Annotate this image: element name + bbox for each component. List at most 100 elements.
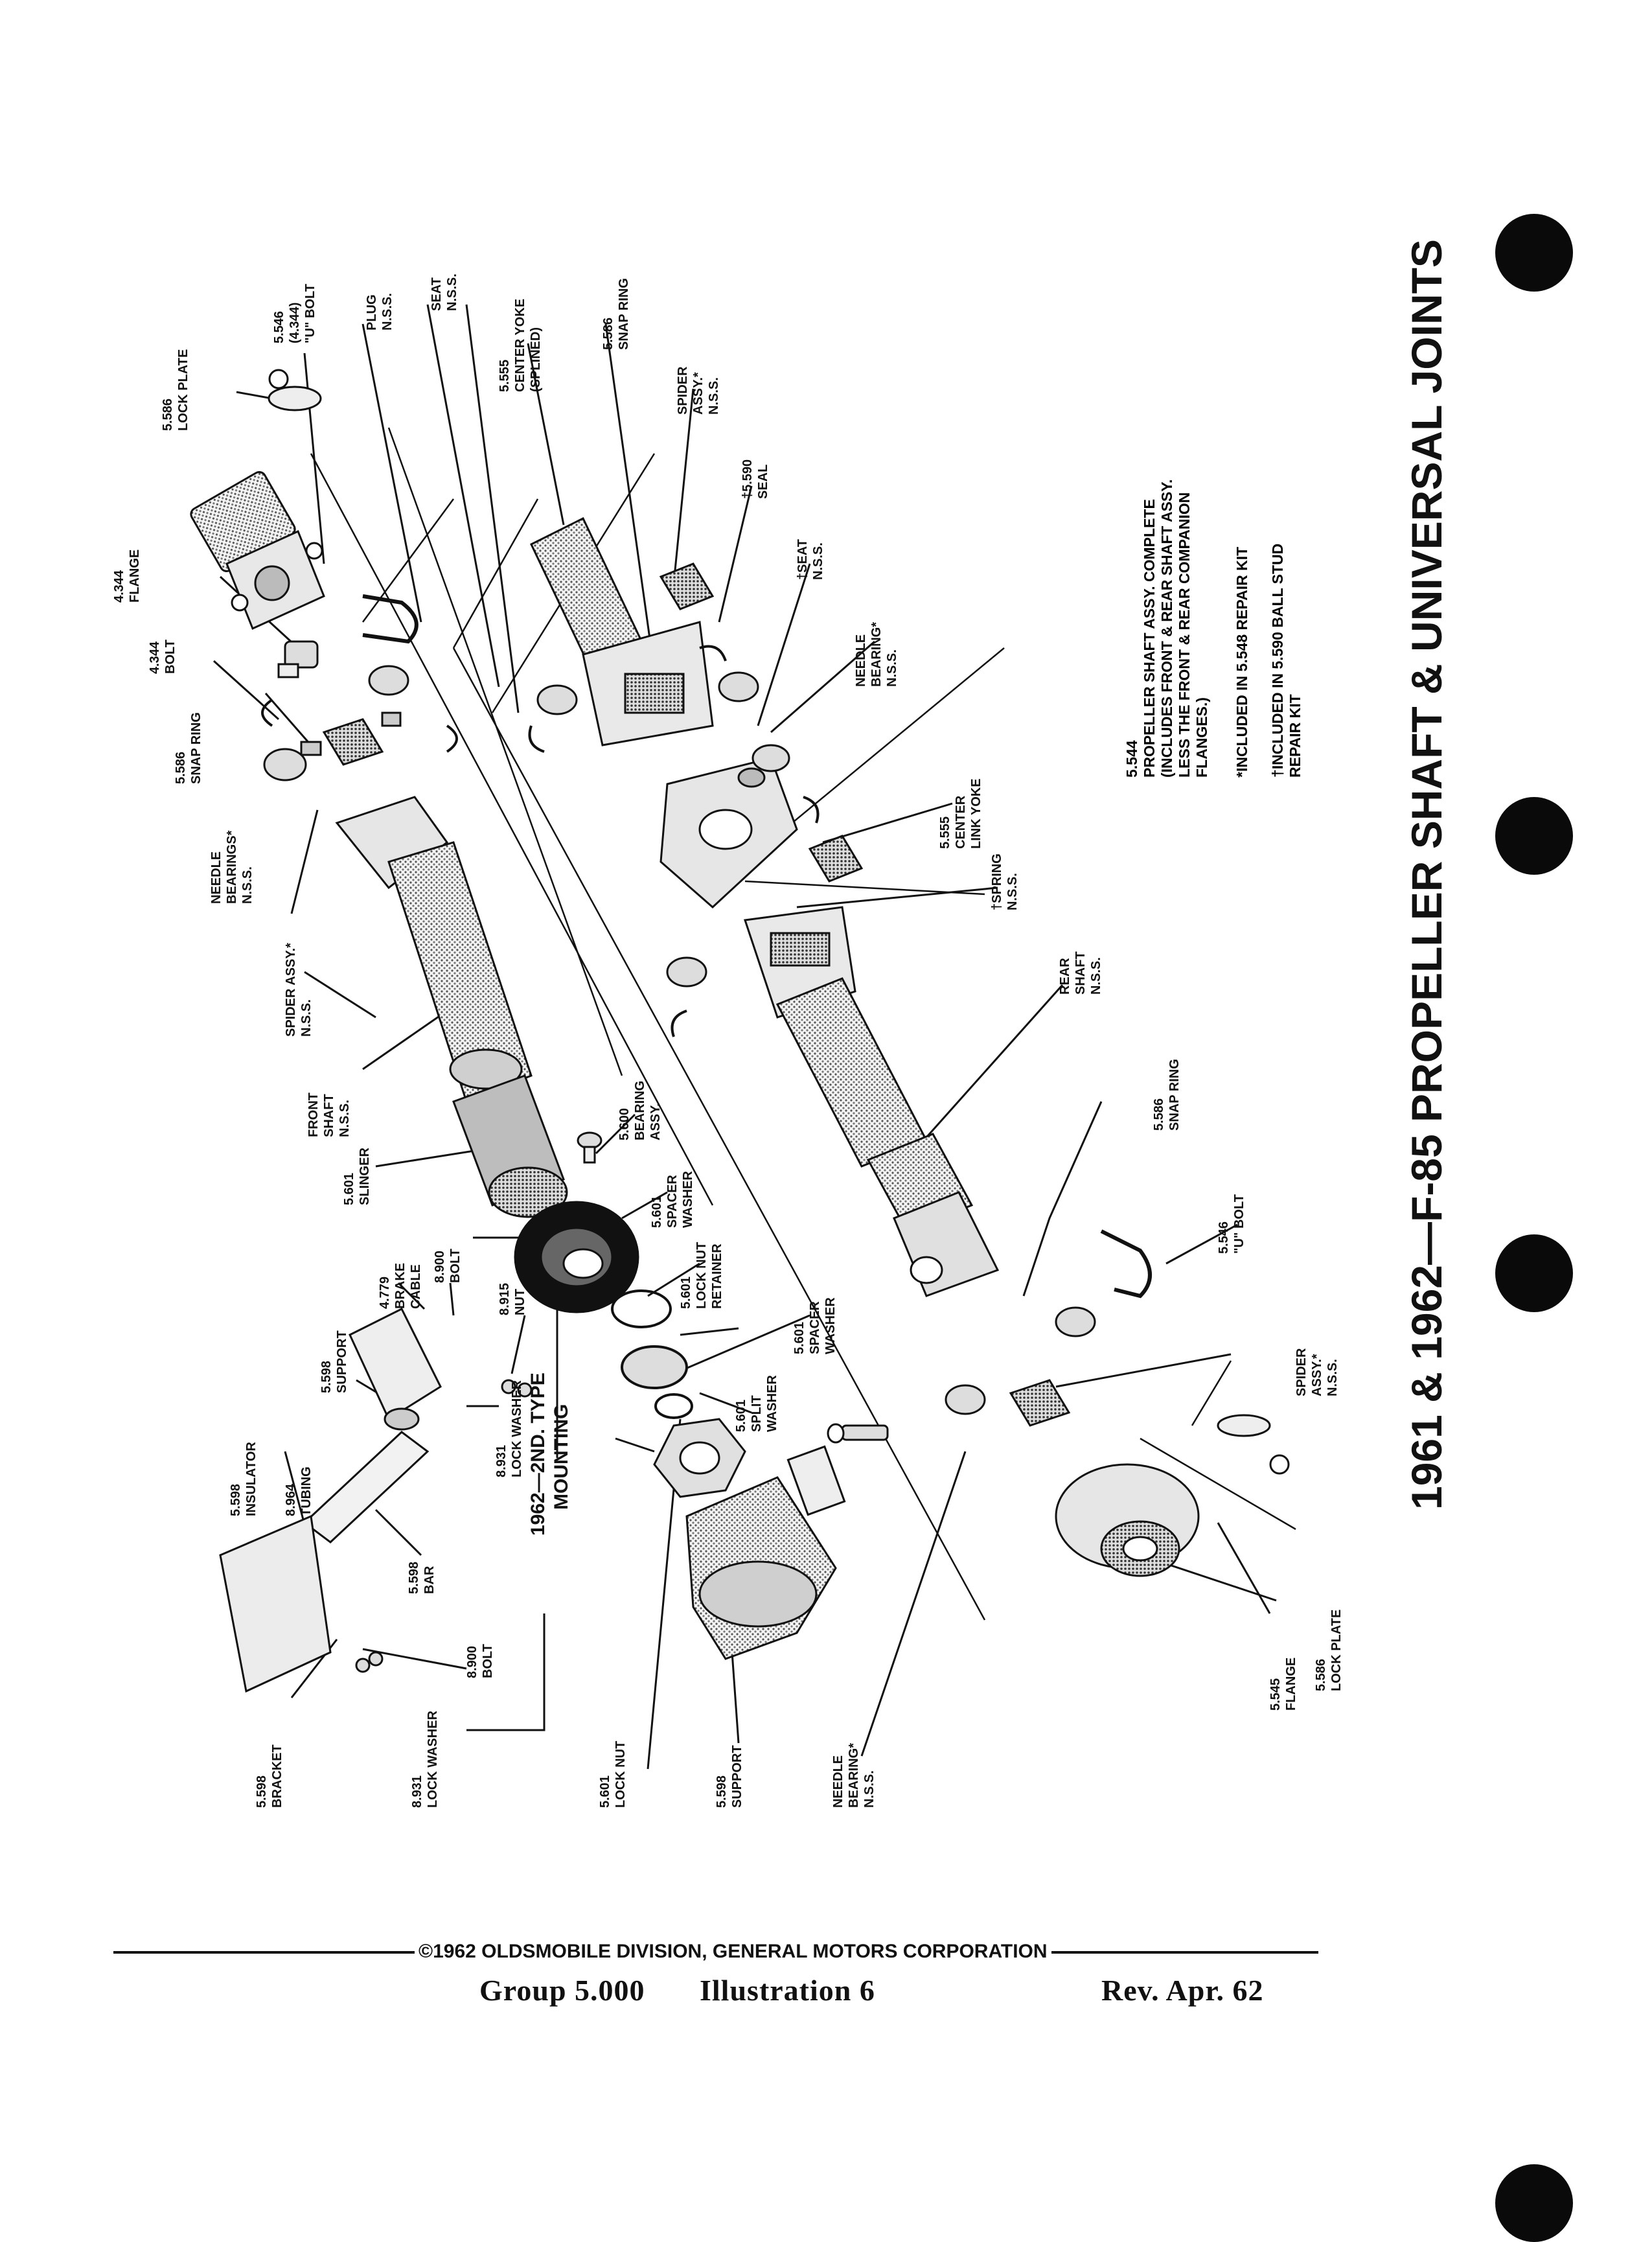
svg-text:BEARINGS*: BEARINGS* xyxy=(225,830,239,904)
svg-text:5.598: 5.598 xyxy=(319,1361,334,1393)
svg-text:LOCK NUT: LOCK NUT xyxy=(694,1242,709,1309)
callout-spider-right: SPIDER ASSY.* N.S.S. xyxy=(1294,1348,1340,1396)
footer-group: Group 5.000 xyxy=(479,1974,645,2007)
svg-text:N.S.S.: N.S.S. xyxy=(1325,1359,1340,1396)
svg-text:MOUNTING: MOUNTING xyxy=(551,1404,572,1510)
svg-text:8.900: 8.900 xyxy=(433,1251,447,1283)
svg-text:NEEDLE: NEEDLE xyxy=(209,851,224,904)
svg-text:5.601: 5.601 xyxy=(342,1173,356,1205)
svg-text:N.S.S.: N.S.S. xyxy=(862,1770,877,1808)
binder-hole-1 xyxy=(1495,214,1573,292)
small-hardware xyxy=(355,1379,533,1673)
svg-text:LOCK WASHER: LOCK WASHER xyxy=(426,1710,440,1808)
footer-revision: Rev. Apr. 62 xyxy=(1101,1974,1264,2007)
svg-text:SPACER: SPACER xyxy=(808,1301,822,1354)
spacer-washer-part xyxy=(611,1289,693,1419)
svg-text:FLANGE: FLANGE xyxy=(1284,1658,1298,1711)
callout-front-shaft: FRONT SHAFT N.S.S. xyxy=(306,1092,352,1137)
svg-text:4.779: 4.779 xyxy=(378,1277,392,1309)
callout-insulator: 5.598 INSULATOR xyxy=(229,1442,258,1516)
callout-center-yoke: 5.555 CENTER YOKE (SPLINED) xyxy=(498,299,543,392)
callout-lock-plate-right: 5.586 LOCK PLATE xyxy=(1314,1610,1344,1691)
svg-text:5.601: 5.601 xyxy=(650,1196,664,1228)
svg-text:BEARING: BEARING xyxy=(633,1081,647,1140)
svg-text:RETAINER: RETAINER xyxy=(710,1243,724,1309)
svg-text:ASSY.*: ASSY.* xyxy=(1310,1354,1324,1396)
callout-seat: SEAT N.S.S. xyxy=(430,273,459,311)
svg-text:WASHER: WASHER xyxy=(823,1297,838,1354)
binder-hole-4 xyxy=(1495,2164,1573,2242)
svg-text:†SEAT: †SEAT xyxy=(796,539,810,580)
svg-text:5.546: 5.546 xyxy=(1217,1221,1231,1254)
svg-text:SPIDER: SPIDER xyxy=(1294,1348,1309,1396)
svg-text:(SPLINED): (SPLINED) xyxy=(529,327,543,392)
callout-bracket: 5.598 BRACKET xyxy=(255,1744,284,1808)
svg-text:5.586: 5.586 xyxy=(601,318,615,350)
svg-text:5.555: 5.555 xyxy=(938,816,952,849)
bolt-4344 xyxy=(277,640,319,678)
svg-text:WASHER: WASHER xyxy=(765,1375,779,1432)
svg-text:5.598: 5.598 xyxy=(407,1562,421,1594)
callout-spacer-washer-2: 5.601 SPACER WASHER xyxy=(792,1297,838,1354)
lock-plate-right-part xyxy=(1217,1414,1290,1475)
svg-text:†SPRING: †SPRING xyxy=(990,853,1004,910)
svg-text:5.601: 5.601 xyxy=(598,1775,612,1808)
svg-text:4.344: 4.344 xyxy=(112,570,126,603)
callout-rear-shaft: REAR SHAFT N.S.S. xyxy=(1058,951,1103,995)
svg-text:5.601: 5.601 xyxy=(679,1277,693,1309)
callout-lock-washer-lower: 8.931 LOCK WASHER xyxy=(410,1710,440,1808)
callout-u-bolt-right: 5.546 "U" BOLT xyxy=(1217,1194,1246,1254)
bolt-support-part xyxy=(827,1423,889,1444)
note-line: (INCLUDES FRONT & REAR SHAFT ASSY. xyxy=(1158,480,1175,778)
svg-text:FLANGE: FLANGE xyxy=(128,549,142,603)
note-line: LESS THE FRONT & REAR COMPANION xyxy=(1176,492,1193,778)
spider-top-part xyxy=(659,562,864,883)
svg-text:BEARING*: BEARING* xyxy=(847,1743,861,1808)
svg-text:SEAT: SEAT xyxy=(430,277,444,311)
spider-right-part xyxy=(945,1306,1096,1427)
svg-text:1961 & 1962—F-85 PROPELLER SHA: 1961 & 1962—F-85 PROPELLER SHAFT & UNIVE… xyxy=(1403,239,1451,1510)
svg-text:BOLT: BOLT xyxy=(163,640,178,674)
svg-text:NEEDLE: NEEDLE xyxy=(854,634,868,687)
svg-text:5.586: 5.586 xyxy=(161,399,175,431)
svg-text:SLINGER: SLINGER xyxy=(358,1148,372,1205)
callout-needle-bearing-bottom: NEEDLE BEARING* N.S.S. xyxy=(831,1743,877,1808)
svg-text:5.601: 5.601 xyxy=(792,1322,807,1354)
svg-text:SNAP RING: SNAP RING xyxy=(189,712,203,784)
callout-u-bolt-top: 5.546 (4.344) "U" BOLT xyxy=(272,284,317,343)
svg-text:5.545: 5.545 xyxy=(1268,1678,1283,1711)
callout-spider-top: SPIDER ASSY.* N.S.S. xyxy=(676,366,721,415)
callout-lock-nut: 5.601 LOCK NUT xyxy=(598,1741,628,1808)
callout-needle-bearing-right: NEEDLE BEARING* N.S.S. xyxy=(854,622,899,687)
svg-text:SPACER: SPACER xyxy=(665,1175,680,1228)
svg-text:CENTER YOKE: CENTER YOKE xyxy=(513,299,527,392)
bearing-assy-part xyxy=(514,1201,639,1313)
callout-plug: PLUG N.S.S. xyxy=(365,293,395,330)
note-line: PROPELLER SHAFT ASSY. COMPLETE xyxy=(1141,499,1158,778)
binder-hole-3 xyxy=(1495,1234,1573,1312)
svg-text:SPIDER: SPIDER xyxy=(676,366,690,415)
callout-spring: †SPRING N.S.S. xyxy=(990,853,1020,910)
svg-text:8.900: 8.900 xyxy=(465,1646,479,1678)
svg-text:SEAL: SEAL xyxy=(756,465,770,499)
svg-text:SHAFT: SHAFT xyxy=(1073,951,1088,995)
callout-bar: 5.598 BAR xyxy=(407,1562,437,1594)
svg-text:5.586: 5.586 xyxy=(1152,1098,1166,1131)
svg-text:SNAP RING: SNAP RING xyxy=(1167,1059,1182,1131)
footer-illustration: Illustration 6 xyxy=(700,1974,875,2007)
callout-snap-ring-left: 5.586 SNAP RING xyxy=(174,712,203,784)
u-bolt-top-part xyxy=(362,594,419,644)
footer-copyright: ©1962 OLDSMOBILE DIVISION, GENERAL MOTOR… xyxy=(415,1941,1051,1963)
callout-labels: 5.586 LOCK PLATE 5.546 (4.344) "U" BOLT … xyxy=(112,273,1344,1808)
svg-text:1962—2ND. TYPE: 1962—2ND. TYPE xyxy=(527,1372,549,1536)
svg-text:5.586: 5.586 xyxy=(1314,1659,1328,1691)
note-line: †INCLUDED IN 5.590 BALL STUD xyxy=(1269,544,1286,778)
svg-text:SUPPORT: SUPPORT xyxy=(730,1745,744,1808)
u-bolt-right-part xyxy=(1100,1229,1152,1299)
svg-text:BRAKE: BRAKE xyxy=(393,1263,407,1309)
callout-spider-left: SPIDER ASSY.* N.S.S. xyxy=(284,943,314,1037)
svg-text:ASSY.: ASSY. xyxy=(648,1103,663,1140)
lock-nut-part xyxy=(653,1418,746,1498)
svg-text:SPIDER ASSY.*: SPIDER ASSY.* xyxy=(284,943,298,1037)
svg-text:5.586: 5.586 xyxy=(174,752,188,784)
